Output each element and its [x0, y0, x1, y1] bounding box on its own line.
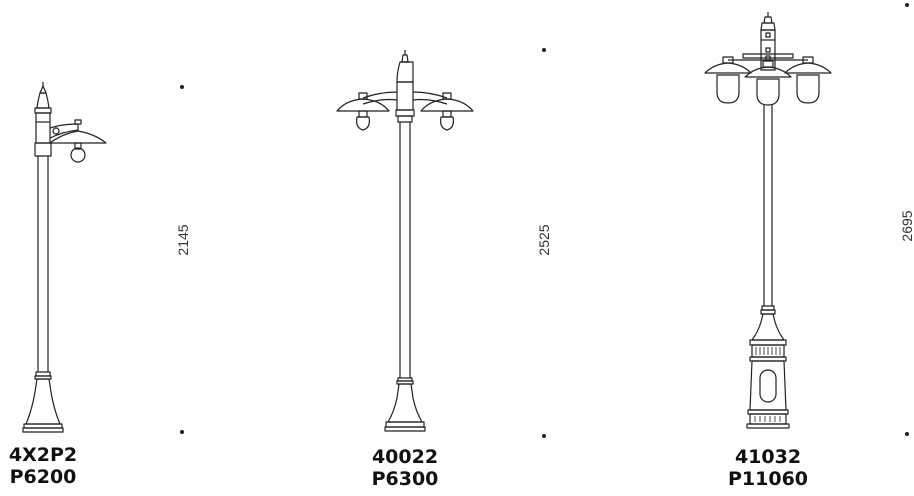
lamp-2-height-label: 2525 [536, 224, 552, 256]
lamp-3-code: 41032 [734, 446, 802, 468]
dimension-bottom-marker-3 [905, 432, 909, 436]
dimension-bottom-marker-2 [542, 434, 546, 438]
dimension-top-marker-2 [542, 48, 546, 52]
dimension-bottom-marker-1 [180, 430, 184, 434]
dimension-top-marker-1 [180, 85, 184, 89]
lamp-1-label: 4X2P2 P6200 [0, 444, 86, 488]
dimension-top-marker-3 [905, 3, 909, 7]
lamp-1-drawing [22, 82, 107, 433]
lamp-1-code: 4X2P2 [8, 444, 78, 466]
lamp-3-label: 41032 P11060 [712, 446, 824, 490]
lamp-1-model: P6200 [9, 466, 77, 488]
lamp-3-drawing [704, 12, 832, 429]
lamp-2-drawing [336, 50, 474, 432]
lamp-1-height-label: 2145 [175, 224, 191, 256]
lamp-2-code: 40022 [371, 446, 439, 468]
lamp-2-model: P6300 [371, 468, 439, 490]
lamp-3-model: P11060 [727, 468, 809, 490]
lamp-2-label: 40022 P6300 [355, 446, 455, 490]
lamp-3-height-label: 2695 [899, 210, 914, 242]
